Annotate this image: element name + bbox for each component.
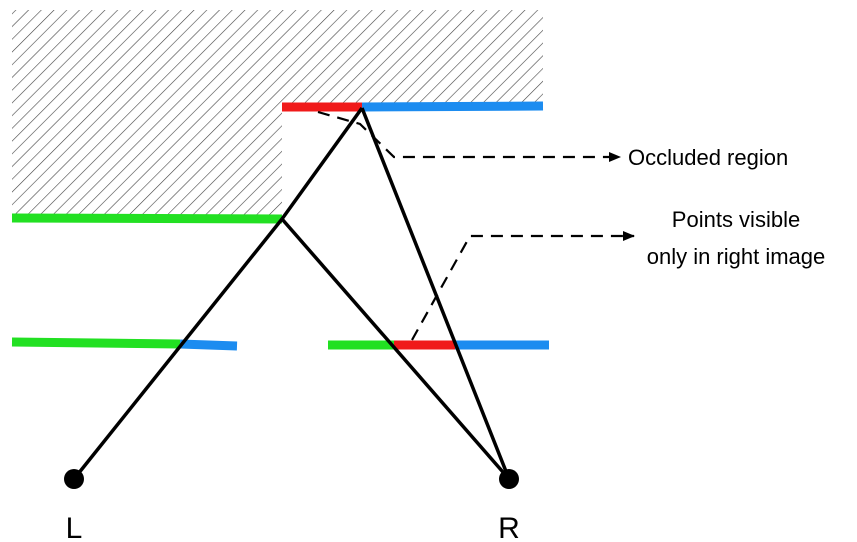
left-image-blue-segment [179, 339, 238, 351]
left-image-green-segment [11, 337, 181, 349]
ray-edge-to-right-camera [280, 217, 511, 481]
right-only-dashed-leader [411, 231, 635, 341]
surface-top-visible-segment [361, 101, 544, 112]
right-camera-dot [499, 469, 519, 489]
ray-top-point-to-right-camera [360, 107, 511, 480]
ray-left-camera-to-edge [72, 217, 284, 481]
right-camera-label: R [498, 512, 520, 542]
occluded-region-dashed-leader [317, 110, 621, 162]
occluding-object [12, 10, 543, 218]
occluded-region-label: Occluded region [628, 145, 788, 170]
visible-right-label-line2: only in right image [647, 244, 826, 269]
surface-foreground-green [11, 213, 283, 224]
left-camera-dot [64, 469, 84, 489]
visible-right-label-line1: Points visible [672, 207, 800, 232]
ray-edge-to-top-point [280, 106, 364, 221]
left-camera-label: L [66, 512, 83, 542]
